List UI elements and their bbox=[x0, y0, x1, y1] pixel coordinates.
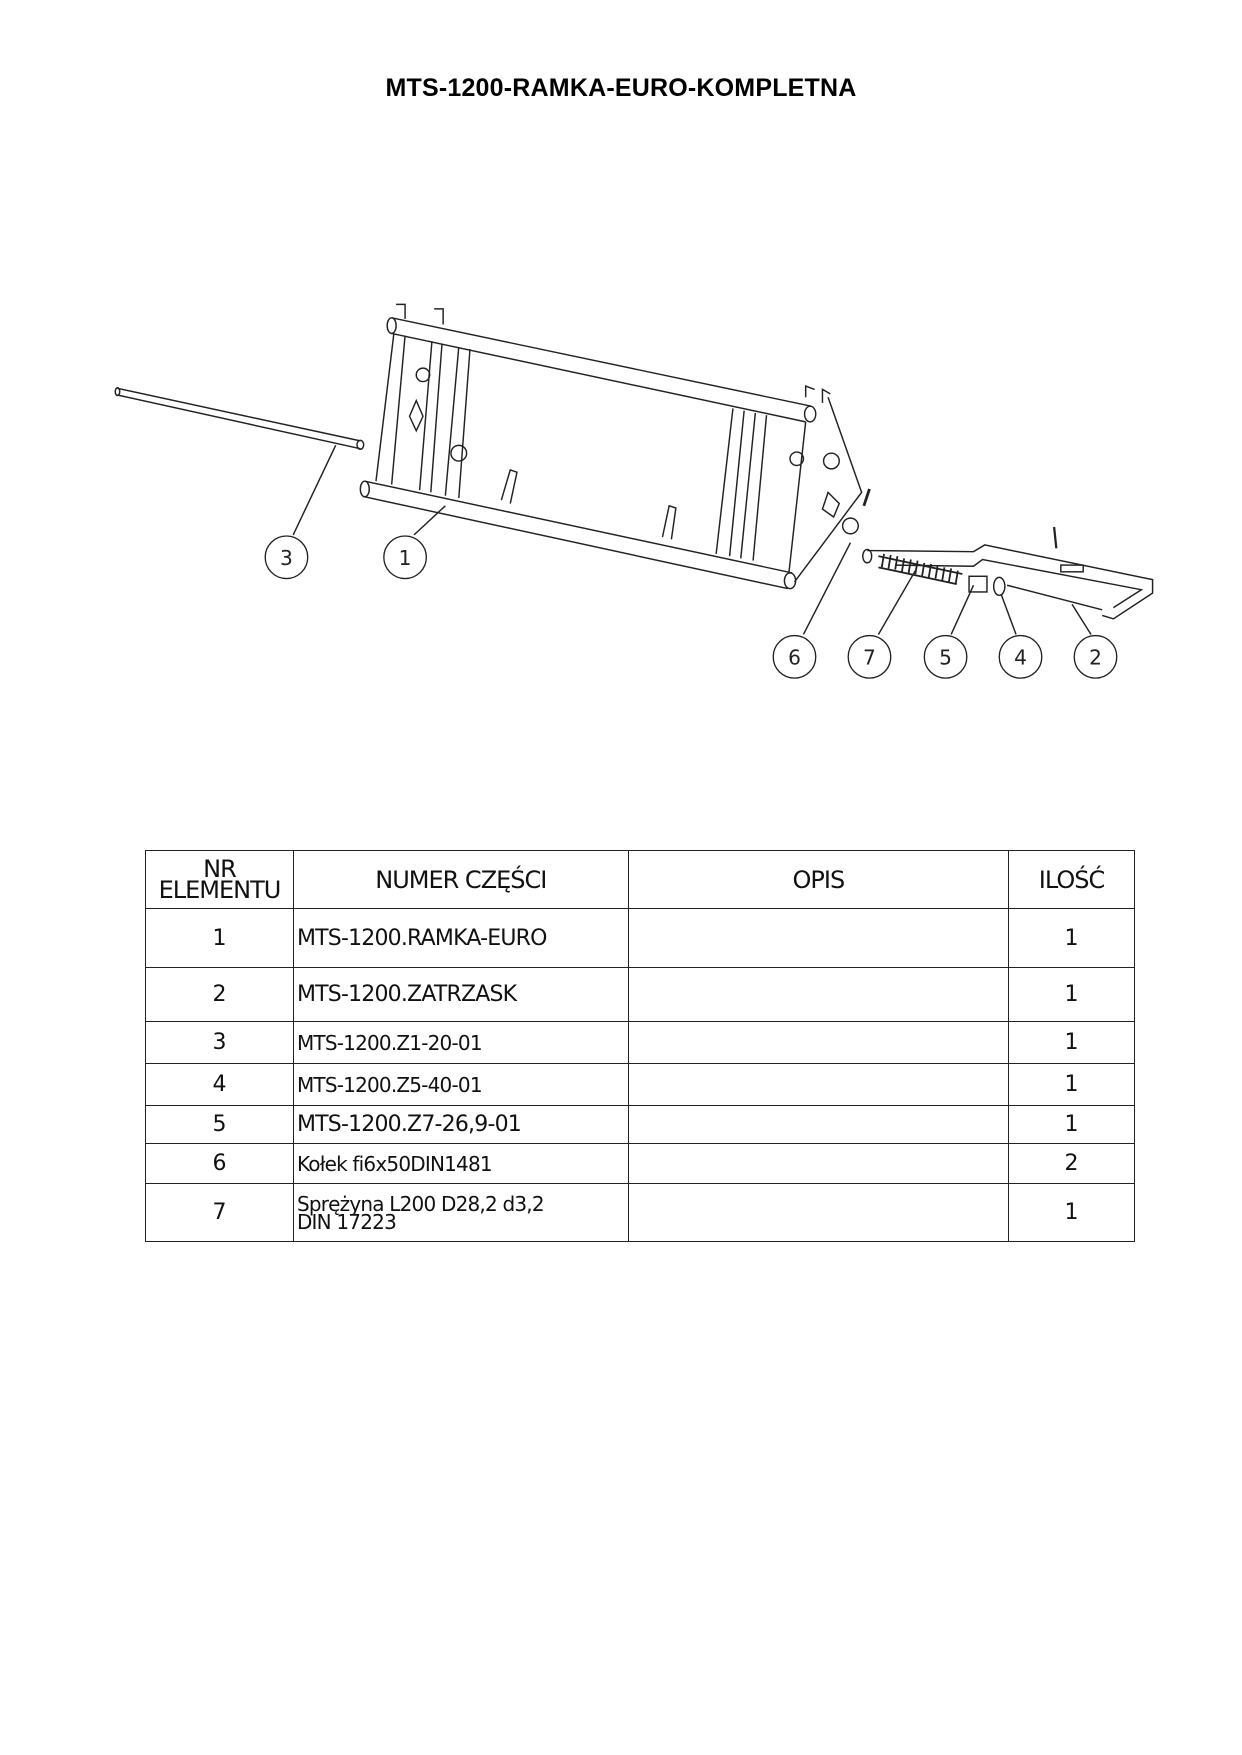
cell-qty: 1 bbox=[1008, 908, 1135, 968]
frame-part-1 bbox=[359, 303, 871, 590]
cell-nr: 7 bbox=[145, 1183, 294, 1242]
header-description: OPIS bbox=[627, 850, 1010, 909]
cell-desc bbox=[627, 1105, 1010, 1144]
balloon-6 bbox=[772, 634, 817, 679]
balloon-label: 4 bbox=[1014, 646, 1027, 670]
balloon-7 bbox=[847, 634, 892, 679]
cell-desc bbox=[627, 1183, 1010, 1242]
cell-nr: 3 bbox=[145, 1021, 294, 1064]
latch-assembly-parts-2-4-5-7 bbox=[862, 526, 1154, 620]
table-row: 3 MTS-1200.Z1-20-01 1 bbox=[145, 1021, 1135, 1064]
exploded-assembly-drawing: 3 1 6 7 5 4 2 bbox=[114, 303, 1154, 679]
table-row: 5 MTS-1200.Z7-26,9-01 1 bbox=[145, 1105, 1135, 1144]
cell-part: MTS-1200.Z1-20-01 bbox=[292, 1021, 629, 1064]
cell-part: MTS-1200.RAMKA-EURO bbox=[292, 908, 629, 968]
cell-qty: 1 bbox=[1008, 1021, 1135, 1064]
header-nr-line2: ELEMENTU bbox=[158, 875, 282, 904]
cell-part: MTS-1200.ZATRZASK bbox=[292, 967, 629, 1022]
cell-part-line2: DIN 17223 bbox=[296, 1209, 397, 1234]
cell-qty: 1 bbox=[1008, 967, 1135, 1022]
cell-desc bbox=[627, 1143, 1010, 1184]
balloon-1 bbox=[383, 535, 428, 580]
cell-qty: 1 bbox=[1008, 1105, 1135, 1144]
balloon-2 bbox=[1073, 634, 1118, 679]
balloon-label: 6 bbox=[788, 646, 801, 670]
balloon-label: 7 bbox=[863, 646, 876, 670]
cell-part: MTS-1200.Z7-26,9-01 bbox=[292, 1105, 629, 1144]
balloon-label: 1 bbox=[399, 546, 412, 570]
cell-desc bbox=[627, 967, 1010, 1022]
leader-lines bbox=[292, 445, 1092, 635]
table-row: 6 Kołek fi6x50DIN1481 2 bbox=[145, 1143, 1135, 1184]
cell-nr: 6 bbox=[145, 1143, 294, 1184]
balloon-label: 2 bbox=[1089, 646, 1102, 670]
table-row: 2 MTS-1200.ZATRZASK 1 bbox=[145, 967, 1135, 1022]
cell-desc bbox=[627, 908, 1010, 968]
table-row: 4 MTS-1200.Z5-40-01 1 bbox=[145, 1063, 1135, 1106]
balloon-label: 3 bbox=[280, 546, 293, 570]
cell-nr: 4 bbox=[145, 1063, 294, 1106]
cell-qty: 2 bbox=[1008, 1143, 1135, 1184]
rod-part-3 bbox=[114, 387, 365, 451]
cell-nr: 5 bbox=[145, 1105, 294, 1144]
balloon-4 bbox=[998, 634, 1043, 679]
cell-desc bbox=[627, 1021, 1010, 1064]
header-part-number: NUMER CZĘŚCI bbox=[292, 850, 629, 909]
cell-desc bbox=[627, 1063, 1010, 1106]
cell-part: Kołek fi6x50DIN1481 bbox=[292, 1143, 629, 1184]
cell-qty: 1 bbox=[1008, 1063, 1135, 1106]
header-nr-line1: NR bbox=[203, 854, 237, 883]
cell-part: MTS-1200.Z5-40-01 bbox=[292, 1063, 629, 1106]
page-title: MTS-1200-RAMKA-EURO-KOMPLETNA bbox=[385, 74, 857, 102]
cell-nr: 1 bbox=[145, 908, 294, 968]
balloon-3 bbox=[264, 535, 309, 580]
cell-part-line1: Sprężyna L200 D28,2 d3,2 bbox=[296, 1191, 545, 1216]
cell-nr: 2 bbox=[145, 967, 294, 1022]
balloon-label: 5 bbox=[939, 646, 952, 670]
table-row: 1 MTS-1200.RAMKA-EURO 1 bbox=[145, 908, 1135, 968]
header-quantity: ILOŚĆ bbox=[1008, 850, 1135, 909]
balloon-5 bbox=[923, 634, 968, 679]
cell-qty: 1 bbox=[1008, 1183, 1135, 1242]
